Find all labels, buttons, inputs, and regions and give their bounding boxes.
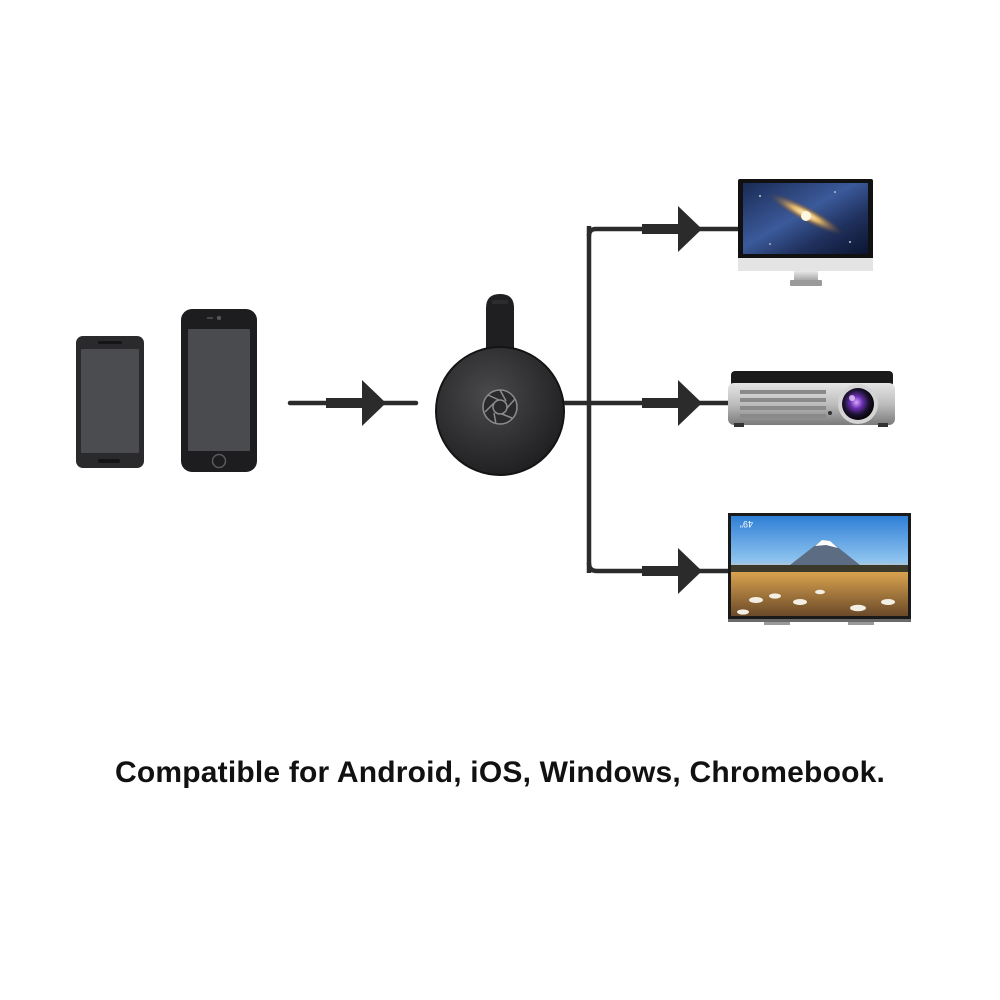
chromecast-dongle	[435, 294, 565, 476]
output-arrow-tv	[642, 548, 702, 594]
compatibility-caption: Compatible for Android, iOS, Windows, Ch…	[114, 756, 886, 789]
desktop-monitor	[738, 179, 873, 286]
cast-logo-icon	[482, 389, 518, 425]
output-arrow-projector	[642, 380, 702, 426]
android-phone	[76, 336, 144, 468]
projector	[728, 371, 895, 427]
input-arrow	[287, 380, 419, 426]
flat-tv: 49"	[728, 513, 911, 625]
swans-icon	[737, 589, 895, 615]
tv-size-badge: 49"	[740, 519, 753, 529]
iphone	[181, 309, 257, 472]
output-arrow-monitor	[642, 206, 702, 252]
